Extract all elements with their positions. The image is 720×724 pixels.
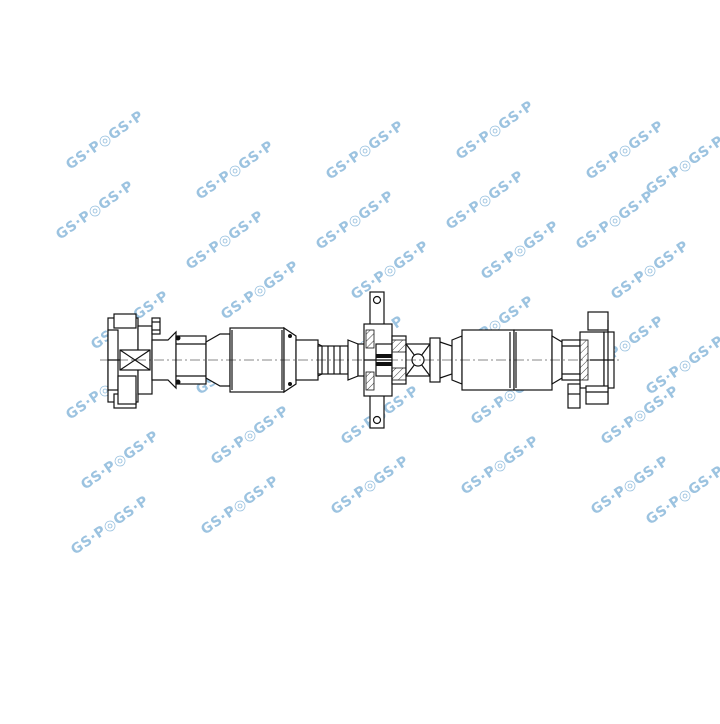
watermark-logo: GS·P◎GS·P xyxy=(183,208,267,273)
watermark-logo: GS·P◎GS·P xyxy=(453,98,537,163)
watermark-logo: GS·P◎GS·P xyxy=(198,473,282,538)
watermark-logo: GS·P◎GS·P xyxy=(78,428,162,493)
watermark-logo: GS·P◎GS·P xyxy=(68,493,152,558)
watermark-logo: GS·P◎GS·P xyxy=(573,188,657,253)
watermark-logo: GS·P◎GS·P xyxy=(348,238,432,303)
watermark-logo: GS·P◎GS·P xyxy=(583,118,667,183)
watermark-logo: GS·P◎GS·P xyxy=(218,258,302,323)
watermark-logo: GS·P◎GS·P xyxy=(328,453,412,518)
watermark-logo: GS·P◎GS·P xyxy=(443,168,527,233)
watermark-logo: GS·P◎GS·P xyxy=(208,403,292,468)
shaft-drawing xyxy=(100,291,620,429)
watermark-logo: GS·P◎GS·P xyxy=(478,218,562,283)
watermark-logo: GS·P◎GS·P xyxy=(323,118,407,183)
watermark-logo: GS·P◎GS·P xyxy=(63,108,147,173)
watermark-logo: GS·P◎GS·P xyxy=(193,138,277,203)
watermark-logo: GS·P◎GS·P xyxy=(313,188,397,253)
watermark-logo: GS·P◎GS·P xyxy=(608,238,692,303)
watermark-logo: GS·P◎GS·P xyxy=(643,333,720,398)
watermark-logo: GS·P◎GS·P xyxy=(53,178,137,243)
watermark-logo: GS·P◎GS·P xyxy=(643,133,720,198)
watermark-logo: GS·P◎GS·P xyxy=(458,433,542,498)
watermark-logo: GS·P◎GS·P xyxy=(598,383,682,448)
